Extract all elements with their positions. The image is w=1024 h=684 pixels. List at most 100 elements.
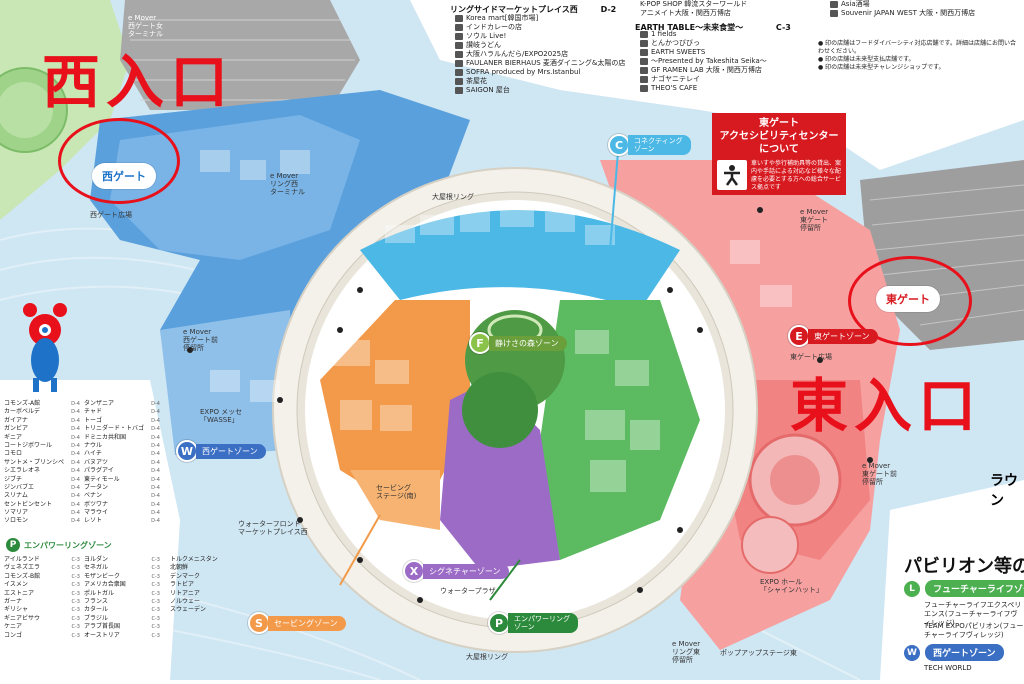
country-name: ブータン: [84, 483, 109, 491]
pavilion-legend-row-w: W 西ゲートゾーン: [904, 644, 1004, 661]
ring-side-marketplace-item-label: FAULANER BIERHAUS 麦酒ダイニング&太陽の店: [466, 59, 626, 67]
west-zone-name: 西ゲートゾーン: [196, 443, 266, 459]
country-name: マラウイ: [84, 509, 109, 517]
country-name: コモロ: [4, 450, 23, 458]
country-name: チャド: [84, 408, 102, 416]
expo-messe-label: EXPO メッセ 「WASSE」: [200, 408, 243, 424]
empowering-country-grid-code: C-3: [151, 565, 160, 572]
country-grid-code: D-4: [71, 401, 80, 407]
pavilion-legend-l-letter: L: [904, 580, 920, 597]
country-extra-item: ラトビア: [170, 581, 195, 589]
connecting-zone-name: コネクティング ゾーン: [628, 135, 691, 155]
empowering-country-grid-code: C-3: [71, 598, 80, 605]
empowering-country-grid-code: C-3: [71, 565, 80, 572]
country-grid-code: D-4: [71, 434, 80, 441]
shop-tag-icon: [455, 42, 463, 49]
country-grid-code: D-4: [71, 501, 80, 508]
empowering-zone-badge[interactable]: P エンパワーリング ゾーン: [488, 612, 578, 634]
forest-zone-badge[interactable]: F 静けさの森ゾーン: [469, 332, 567, 354]
shop-tag-icon: [455, 69, 463, 76]
empowering-country-grid-code: C-3: [151, 632, 160, 639]
earth-table-heading: EARTH TABLE〜未来食堂〜 C-3: [635, 23, 791, 32]
empowering-country-grid-code: C-3: [71, 590, 80, 597]
shop-tag-icon: [455, 51, 463, 58]
earth-table-top-items: K-POP SHOP 韓流スターワールドアニメイト大阪・関西万博店: [640, 0, 747, 18]
ring-side-marketplace-item-label: SAIGON 屋台: [466, 86, 510, 94]
earth-table-item: 1 fields: [640, 30, 767, 39]
shop-notes: ● 印の店舗はフードダイバーシティ対応店舗です。詳細は店舗にお問い合わせください…: [818, 40, 1018, 72]
saving-zone-badge[interactable]: S セービングゾーン: [248, 612, 346, 634]
country-extra-item: ノルウェー: [170, 598, 201, 606]
signature-zone-name: シグネチャーゾーン: [423, 563, 509, 579]
empowering-country-grid-code: C-3: [71, 607, 80, 614]
connecting-zone-area: [360, 210, 680, 310]
ring-side-marketplace-item-label: SOFRA produced by Mrs.Istanbul: [466, 68, 581, 76]
empowering-country-grid-code: C-3: [71, 582, 80, 589]
building-blocks: [200, 150, 792, 492]
connecting-zone-letter: C: [608, 134, 630, 156]
shop-tag-icon: [640, 49, 648, 56]
empowering-country-name: フランス: [84, 597, 108, 605]
earth-table-item-label: THEO'S CAFE: [651, 84, 698, 92]
empowering-country-name: コモンズ-B館: [4, 572, 41, 580]
country-grid-code: D-4: [151, 451, 160, 458]
pavilion-legend-w-letter: W: [904, 644, 920, 661]
ring-side-marketplace-item: Korea mart[韓国市場]: [455, 14, 625, 23]
expo-hall-building: [741, 516, 799, 574]
pavilion-legend-title: パビリオン等の: [904, 556, 1024, 577]
country-name: コモンズ-A館: [4, 400, 41, 407]
shop-tag-icon: [455, 78, 463, 85]
forest-zone-letter: F: [469, 332, 491, 354]
bottom-emover-label: e Mover リング東 停留所: [672, 640, 701, 664]
country-grid-code: D-4: [71, 484, 80, 491]
connecting-zone-badge[interactable]: C コネクティング ゾーン: [608, 134, 691, 156]
right-shop-item-label: Asia酒場: [841, 0, 870, 8]
empowering-zone-name: エンパワーリング ゾーン: [508, 613, 578, 633]
empowering-section-letter: P: [6, 538, 20, 552]
country-name: ボツワナ: [84, 500, 109, 508]
ring-side-marketplace-item-label: 大阪ハラルんだら/EXPO2025店: [466, 50, 569, 58]
ring-side-marketplace-item-label: 讃岐うどん: [466, 41, 501, 49]
country-name: トーゴ: [84, 416, 103, 424]
east-gate-label[interactable]: 東ゲート: [876, 286, 940, 312]
earth-table-item: 〜Presented by Takeshita Seika〜: [640, 57, 767, 66]
right-shop-item: Asia酒場: [830, 0, 975, 9]
earth-table-top-item: K-POP SHOP 韓流スターワールド: [640, 0, 748, 8]
country-name: バヌアツ: [84, 458, 109, 466]
empowering-country-grid-code: C-3: [151, 582, 160, 589]
west-gate-label[interactable]: 西ゲート: [92, 163, 156, 189]
country-name: セントビンセント: [4, 500, 53, 508]
accessibility-body: 車いすや歩行補助具等の貸出、案内や手話による対応など様々な配慮を必要とする方への…: [751, 160, 842, 191]
country-name: 東ティモール: [84, 475, 120, 483]
empowering-country-name: ポルトガル: [84, 589, 115, 597]
country-grid-code: D-4: [151, 518, 160, 525]
accessibility-center-info: 東ゲート アクセシビリティセンターについて 車いすや歩行補助具等の貸出、案内や手…: [712, 113, 846, 195]
country-name: ソロモン: [4, 517, 29, 525]
empowering-country-name: ギリシャ: [4, 606, 29, 614]
east-zone-letter: E: [788, 325, 810, 347]
west-zone-badge[interactable]: W 西ゲートゾーン: [176, 440, 266, 462]
country-grid-code: D-4: [71, 493, 80, 500]
country-name: コートジボワール: [4, 441, 53, 449]
shop-tag-icon: [640, 40, 648, 47]
earth-table-item-label: ナゴヤニテレイ: [651, 75, 700, 83]
empowering-country-name: アラブ首長国: [84, 623, 121, 631]
west-entrance-annotation: 西入口: [42, 48, 235, 116]
ring-side-marketplace-item-label: Korea mart[韓国市場]: [466, 14, 539, 22]
east-zone-badge[interactable]: E 東ゲートゾーン: [788, 325, 878, 347]
signature-zone-badge[interactable]: X シグネチャーゾーン: [403, 560, 509, 582]
empowering-country-grid-code: C-3: [151, 615, 160, 622]
country-extra-item: スウェーデン: [170, 606, 207, 614]
ring-side-marketplace-item: 大阪ハラルんだら/EXPO2025店: [455, 50, 625, 59]
earth-table-item: THEO'S CAFE: [640, 84, 767, 93]
earth-table-top-item: アニメイト大阪・関西万博店: [640, 9, 731, 17]
